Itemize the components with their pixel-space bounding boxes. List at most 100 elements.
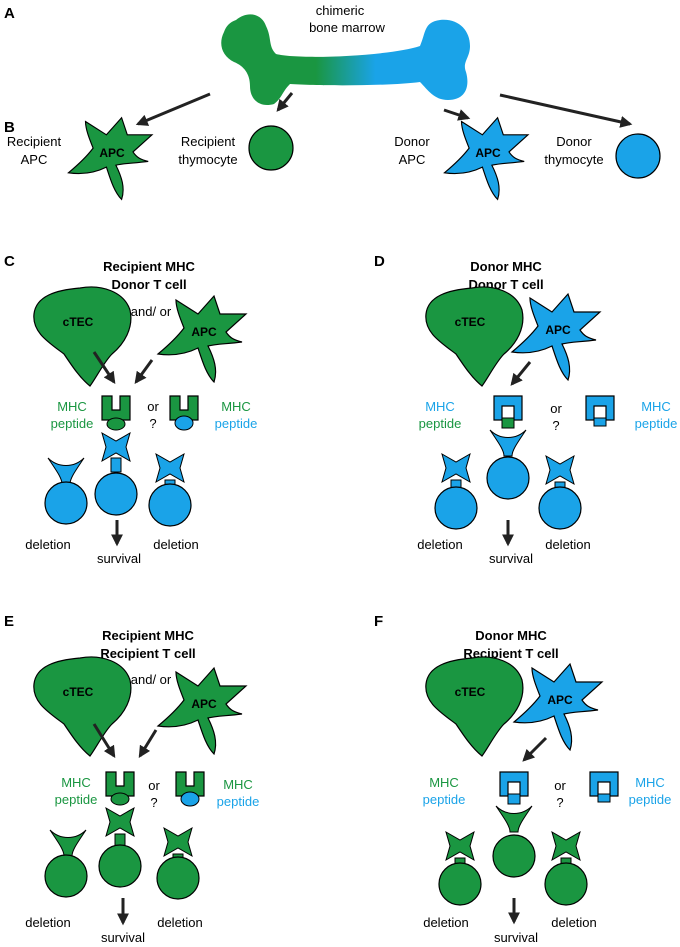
panel-e-title-2: Recipient T cell	[100, 646, 195, 661]
donor-apc-label-2: APC	[399, 152, 426, 167]
panel-d-right-mhc	[585, 395, 615, 421]
panel-f-apc	[513, 663, 603, 751]
panel-c-mhc-right-1: MHC	[221, 399, 251, 414]
arrow-to-donor-thymocyte	[499, 93, 633, 128]
panel-d-title-1: Donor MHC	[470, 259, 542, 274]
panel-e-center-peptide	[110, 792, 130, 806]
panel-d-arrow-apc	[510, 361, 532, 386]
panel-f-arrow-apc	[522, 736, 548, 762]
panel-d-tcell-center	[486, 429, 530, 500]
panel-f-center-mhc	[499, 771, 529, 797]
chimeric-bone-marrow	[221, 14, 470, 106]
panel-e-title-1: Recipient MHC	[102, 628, 194, 643]
panel-e-mhc-right-1: MHC	[223, 777, 253, 792]
panel-c-ctec	[33, 286, 132, 387]
panel-f-mhc-right-1: MHC	[635, 775, 665, 790]
panel-e-mhc-left-1: MHC	[61, 775, 91, 790]
panel-e-label: E	[4, 613, 14, 630]
panel-d-mhc-right-1: MHC	[641, 399, 671, 414]
panel-d-label: D	[374, 253, 385, 270]
donor-thymocyte-cell	[615, 133, 661, 179]
panel-f-mhc-left-2: peptide	[423, 792, 466, 807]
panel-c-mhc-left-2: peptide	[51, 416, 94, 431]
panel-d-mhc-left-1: MHC	[425, 399, 455, 414]
panel-d: D Donor MHC Donor T cell cTEC APC MHC pe…	[374, 253, 677, 566]
panel-e-deletion-right: deletion	[157, 915, 203, 930]
panel-c-center-peptide	[106, 417, 126, 431]
panel-c-tcell-right	[148, 453, 192, 527]
recipient-thymocyte-cell	[248, 125, 294, 171]
bone-marrow-label-1: chimeric	[316, 3, 365, 18]
panel-c-and-or: and/ or	[131, 304, 172, 319]
panel-f: F Donor MHC Recipient T cell cTEC APC MH…	[374, 613, 671, 945]
panel-f-ctec-text: cTEC	[455, 685, 486, 699]
panel-f-deletion-left: deletion	[423, 915, 469, 930]
panel-e-arrow-apc	[138, 729, 158, 759]
panel-d-ctec-text: cTEC	[455, 315, 486, 329]
panel-f-ctec	[425, 656, 524, 757]
panel-e-ctec-text: cTEC	[63, 685, 94, 699]
panel-e-apc-text: APC	[191, 697, 217, 711]
panel-e-tcell-center	[98, 807, 142, 888]
panel-e-center-mhc	[105, 771, 135, 797]
panel-c-title-2: Donor T cell	[111, 277, 186, 292]
panel-e: E Recipient MHC Recipient T cell and/ or…	[4, 613, 259, 945]
arrow-to-donor-apc	[443, 108, 471, 121]
panel-c-survival: survival	[97, 551, 141, 566]
panel-f-apc-text: APC	[547, 693, 573, 707]
panel-d-ctec	[425, 286, 524, 387]
panel-d-deletion-left: deletion	[417, 537, 463, 552]
panel-d-center-mhc	[493, 395, 523, 421]
panel-e-right-peptide	[180, 791, 200, 807]
panel-f-tcell-right	[544, 831, 588, 906]
panel-d-mhc-left-2: peptide	[419, 416, 462, 431]
panel-e-or: or	[148, 778, 160, 793]
panel-c: C Recipient MHC Donor T cell and/ or cTE…	[4, 253, 257, 566]
panel-f-tcell-center	[492, 805, 536, 878]
panel-d-apc-text: APC	[545, 323, 571, 337]
panel-f-question: ?	[556, 795, 563, 810]
recipient-thymocyte-label-1: Recipient	[181, 134, 236, 149]
recipient-apc-text: APC	[99, 146, 125, 160]
panel-d-tcell-right	[538, 455, 582, 530]
panel-c-label: C	[4, 253, 15, 270]
panel-c-deletion-right: deletion	[153, 537, 199, 552]
panel-c-tcell-left	[44, 457, 88, 525]
panel-d-question: ?	[552, 418, 559, 433]
panel-e-and-or: and/ or	[131, 672, 172, 687]
panel-e-tcell-right	[156, 827, 200, 900]
panel-d-deletion-right: deletion	[545, 537, 591, 552]
panel-f-mhc-right-2: peptide	[629, 792, 672, 807]
panel-e-mhc-left-2: peptide	[55, 792, 98, 807]
panel-b-label: B	[4, 119, 15, 136]
panel-f-label: F	[374, 613, 383, 630]
panel-e-mhc-right-2: peptide	[217, 794, 260, 809]
panel-d-right-peptide	[593, 417, 607, 427]
panel-e-tcell-left	[44, 829, 88, 898]
panel-f-tcell-left	[438, 831, 482, 906]
panel-d-tcell-left	[434, 453, 478, 530]
panel-e-arrow-ctec	[92, 723, 116, 759]
panel-f-right-peptide	[597, 793, 611, 803]
panel-f-deletion-right: deletion	[551, 915, 597, 930]
panel-c-arrow-apc	[134, 359, 154, 384]
panel-c-apc-text: APC	[191, 325, 217, 339]
panel-f-or: or	[554, 778, 566, 793]
panel-c-right-peptide	[174, 415, 194, 431]
arrow-to-recipient-apc	[135, 92, 211, 126]
panel-c-mhc-left-1: MHC	[57, 399, 87, 414]
recipient-apc-label-1: Recipient	[7, 134, 62, 149]
panel-f-right-mhc	[589, 771, 619, 797]
bone-marrow-label-2: bone marrow	[309, 20, 385, 35]
donor-apc-label-1: Donor	[394, 134, 430, 149]
panel-d-mhc-right-2: peptide	[635, 416, 678, 431]
panel-c-title-1: Recipient MHC	[103, 259, 195, 274]
panel-c-tcell-center	[94, 432, 138, 516]
panel-c-question: ?	[149, 416, 156, 431]
recipient-thymocyte-label-2: thymocyte	[178, 152, 237, 167]
panel-c-deletion-left: deletion	[25, 537, 71, 552]
panel-c-or: or	[147, 399, 159, 414]
panel-f-survival: survival	[494, 930, 538, 945]
donor-thymocyte-label-2: thymocyte	[544, 152, 603, 167]
